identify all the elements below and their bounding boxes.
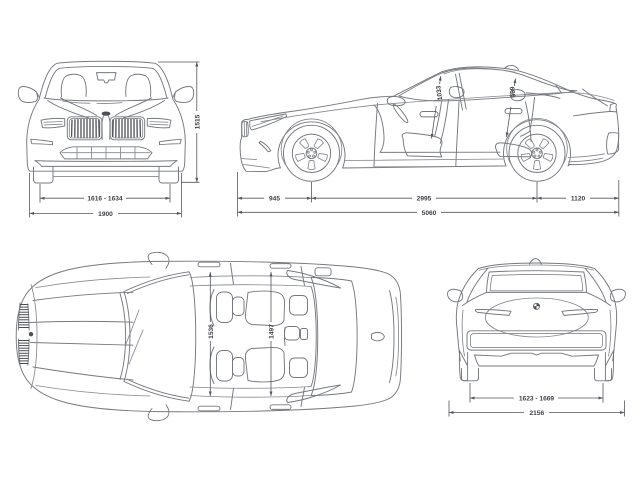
svg-text:1033: 1033 <box>435 85 444 101</box>
svg-text:1515: 1515 <box>194 114 201 129</box>
svg-text:2156: 2156 <box>529 410 544 417</box>
svg-text:1120: 1120 <box>571 196 586 203</box>
svg-text:1900: 1900 <box>98 211 113 218</box>
svg-text:1497: 1497 <box>269 324 276 339</box>
svg-text:1536: 1536 <box>208 324 215 339</box>
svg-text:969: 969 <box>509 86 518 98</box>
svg-text:945: 945 <box>269 196 280 203</box>
svg-text:1616 - 1634: 1616 - 1634 <box>87 196 123 203</box>
svg-text:1623 - 1669: 1623 - 1669 <box>519 396 555 403</box>
svg-text:5060: 5060 <box>422 210 437 217</box>
svg-text:2995: 2995 <box>417 196 432 203</box>
